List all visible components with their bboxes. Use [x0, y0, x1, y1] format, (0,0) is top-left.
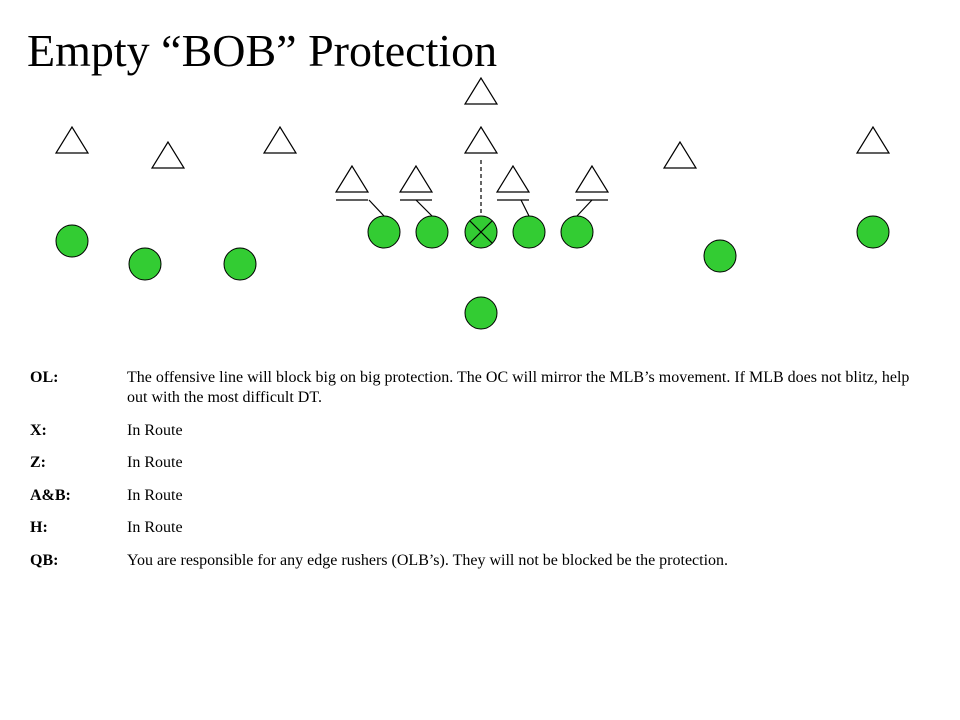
defender-triangle	[398, 164, 434, 193]
block-line	[520, 199, 530, 217]
x-mark	[469, 220, 493, 244]
defender-triangle	[463, 125, 499, 154]
left-guard-circle	[415, 215, 449, 249]
b-back-circle	[223, 247, 257, 281]
slide-title: Empty “BOB” Protection	[27, 25, 498, 76]
defender-triangle	[495, 164, 531, 193]
note-row: X: In Route	[30, 421, 920, 441]
note-label: Z:	[30, 454, 46, 471]
defender-triangle	[662, 140, 698, 169]
note-label: H:	[30, 519, 48, 536]
block-line	[415, 199, 433, 217]
note-row: QB: You are responsible for any edge rush…	[30, 551, 920, 571]
quarterback-circle	[464, 296, 498, 330]
block-line	[368, 199, 385, 217]
z-receiver-circle	[856, 215, 890, 249]
left-tackle-circle	[367, 215, 401, 249]
x-receiver-circle	[55, 224, 89, 258]
note-label: X:	[30, 421, 47, 439]
defender-triangle	[574, 164, 610, 193]
note-text: In Route	[127, 486, 183, 504]
defender-triangle	[855, 125, 891, 154]
note-row: OL: The offensive line will block big on …	[30, 368, 920, 408]
note-text: In Route	[127, 519, 183, 536]
note-label: QB:	[30, 551, 59, 569]
defender-triangle	[150, 140, 186, 169]
assignment-notes: OL: The offensive line will block big on …	[30, 368, 920, 583]
a-back-circle	[128, 247, 162, 281]
defender-triangle	[463, 76, 499, 105]
block-line	[576, 199, 593, 217]
right-tackle-circle	[560, 215, 594, 249]
note-text: In Route	[127, 421, 183, 439]
note-label: OL:	[30, 369, 59, 386]
note-row: Z: In Route	[30, 453, 920, 473]
defender-triangle	[54, 125, 90, 154]
h-receiver-circle	[703, 239, 737, 273]
defender-triangle	[334, 164, 370, 193]
note-text: The offensive line will block big on big…	[127, 369, 910, 406]
note-row: H: In Route	[30, 518, 920, 538]
play-diagram	[54, 76, 891, 330]
defender-triangle	[262, 125, 298, 154]
note-label: A&B:	[30, 486, 71, 504]
note-text: In Route	[127, 454, 183, 471]
right-guard-circle	[512, 215, 546, 249]
note-text: You are responsible for any edge rushers…	[127, 551, 729, 569]
note-row: A&B: In Route	[30, 486, 920, 506]
